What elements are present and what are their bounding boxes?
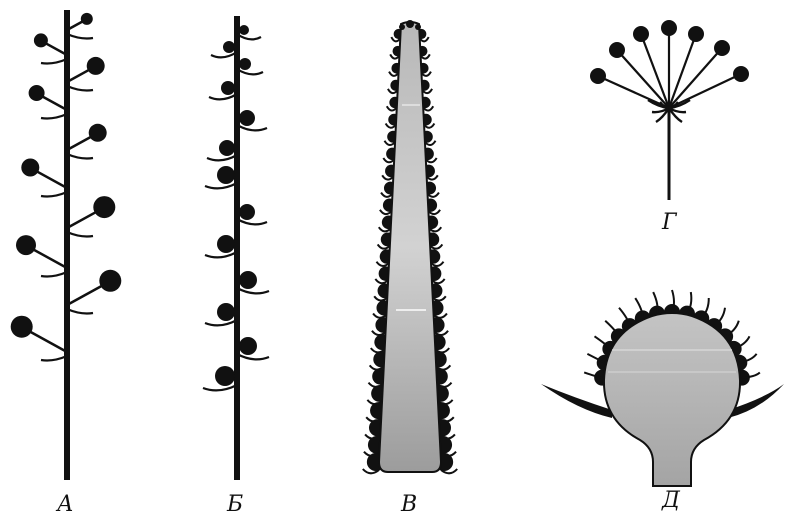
- spike-bract: [237, 288, 269, 293]
- spadix-tip-flower: [399, 24, 405, 30]
- raceme-flower: [99, 270, 121, 292]
- raceme-flower: [34, 33, 48, 47]
- panel-d-capitulum: [541, 290, 784, 486]
- spike-flower: [215, 366, 235, 386]
- spike-flower: [217, 235, 235, 253]
- umbel-ray: [617, 50, 669, 108]
- spike-flower: [239, 204, 255, 220]
- spike-bract: [237, 69, 263, 74]
- raceme-bract: [67, 154, 93, 159]
- spike-main-axis: [234, 16, 240, 480]
- umbel-flower: [661, 20, 677, 36]
- raceme-bract: [41, 192, 67, 197]
- umbel-flower: [633, 26, 649, 42]
- raceme-flower: [93, 196, 115, 218]
- spike-bract: [237, 354, 269, 359]
- umbel-rays: [590, 20, 749, 108]
- spike-bract: [205, 252, 237, 257]
- raceme-pedicel: [25, 329, 67, 352]
- panel-b-spike: [203, 16, 269, 480]
- spike-flower: [239, 271, 257, 289]
- raceme-flower: [87, 57, 105, 75]
- raceme-bract: [67, 232, 93, 237]
- capitulum-bract: [672, 290, 674, 312]
- raceme-bract: [67, 309, 93, 314]
- raceme-flower: [81, 13, 93, 25]
- spike-bract: [211, 52, 237, 57]
- panel-a-raceme: [11, 10, 122, 480]
- raceme-bract: [41, 114, 67, 119]
- spike-flower: [239, 337, 257, 355]
- spike-bract: [209, 94, 237, 99]
- spike-bract: [205, 183, 237, 188]
- spike-flower: [221, 81, 235, 95]
- raceme-flower: [21, 159, 39, 177]
- spadix-tip-flower: [415, 24, 421, 30]
- spike-bract: [203, 385, 237, 390]
- raceme-bract: [41, 59, 67, 64]
- spike-flower: [239, 110, 255, 126]
- umbel-ray: [669, 48, 722, 108]
- raceme-flower: [11, 316, 33, 338]
- raceme-pedicel: [33, 169, 67, 188]
- spike-bract: [237, 219, 267, 224]
- raceme-bract: [41, 272, 67, 277]
- spike-flower: [217, 303, 235, 321]
- spike-flower: [239, 25, 249, 35]
- panel-label-b: Б: [227, 494, 243, 516]
- panel-v-spadix: [363, 20, 457, 473]
- panel-label-g: Г: [662, 212, 677, 234]
- panel-g-umbel: [590, 20, 749, 200]
- raceme-bract: [67, 86, 93, 91]
- capitulum-receptacle: [604, 313, 740, 486]
- spike-bract: [237, 34, 261, 39]
- raceme-bract: [41, 356, 67, 361]
- raceme-bract: [67, 34, 93, 39]
- spike-bract: [207, 155, 237, 160]
- spike-bract: [237, 125, 267, 130]
- spike-flower: [219, 140, 235, 156]
- spike-flower: [239, 58, 251, 70]
- panel-label-v: В: [401, 494, 417, 516]
- spike-flower: [217, 166, 235, 184]
- raceme-flower: [16, 235, 36, 255]
- umbel-flower: [609, 42, 625, 58]
- umbel-flower: [733, 66, 749, 82]
- spike-flower: [223, 41, 235, 53]
- raceme-flower: [29, 85, 45, 101]
- raceme-pedicel: [29, 247, 67, 268]
- capitulum-outer-bract-left: [541, 384, 612, 418]
- spike-bract: [205, 320, 237, 325]
- umbel-flower: [590, 68, 606, 84]
- panel-label-a: А: [57, 494, 74, 516]
- umbel-flower: [688, 26, 704, 42]
- raceme-flower: [89, 124, 107, 142]
- umbel-flower: [714, 40, 730, 56]
- panel-label-d: Д: [662, 490, 680, 512]
- spadix-tip-flower: [406, 20, 414, 28]
